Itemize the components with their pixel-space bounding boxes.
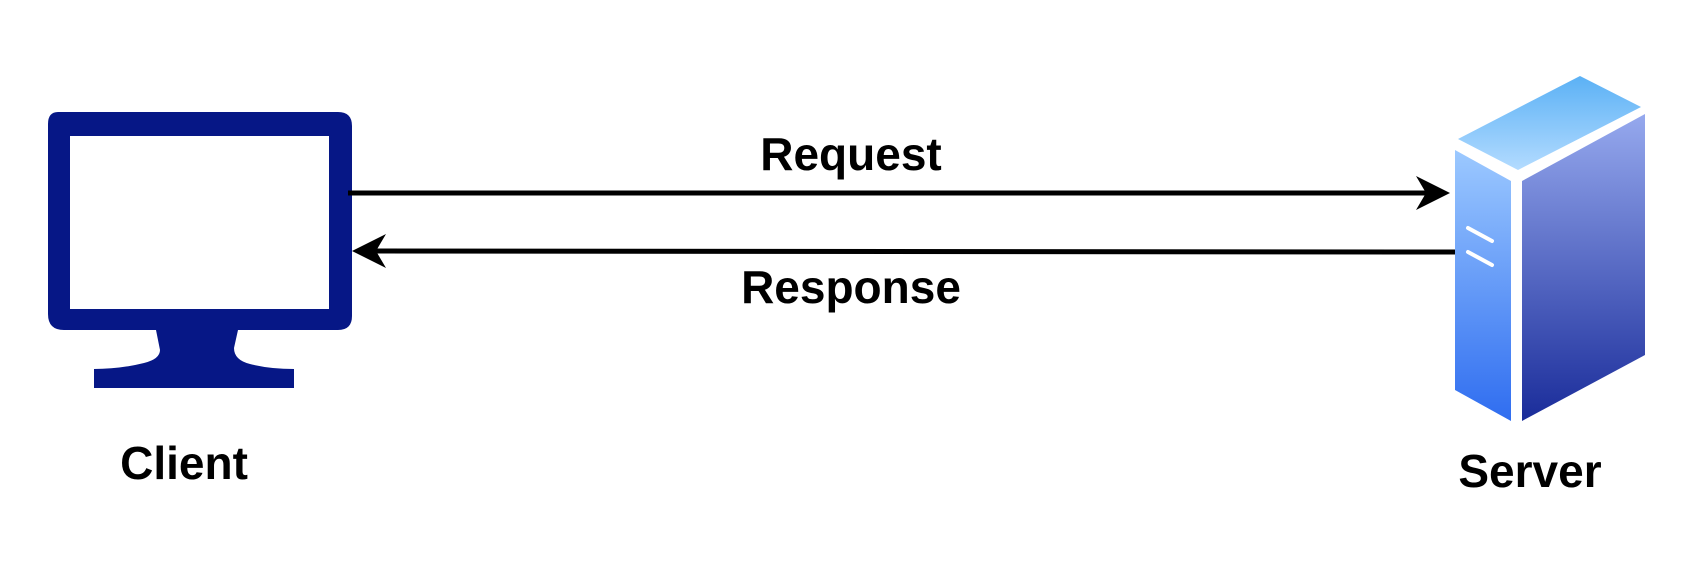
server-top-face <box>1458 76 1641 170</box>
response-arrow-line <box>369 248 1456 255</box>
request-arrowhead <box>1416 176 1450 210</box>
response-arrowhead <box>352 234 386 268</box>
server-side-face <box>1522 114 1645 421</box>
response-arrow <box>352 234 1456 268</box>
server-label: Server <box>1458 445 1601 497</box>
client-label: Client <box>120 437 248 489</box>
monitor-icon <box>48 112 352 388</box>
request-label: Request <box>760 128 941 180</box>
request-arrow <box>348 176 1450 210</box>
response-label: Response <box>741 261 961 313</box>
server-drive-slot <box>1466 250 1494 267</box>
server-tower-icon <box>1455 76 1645 421</box>
server-drive-slot <box>1466 226 1494 243</box>
server-front-face <box>1455 150 1511 421</box>
monitor-frame <box>48 112 352 330</box>
monitor-stand <box>94 330 294 388</box>
